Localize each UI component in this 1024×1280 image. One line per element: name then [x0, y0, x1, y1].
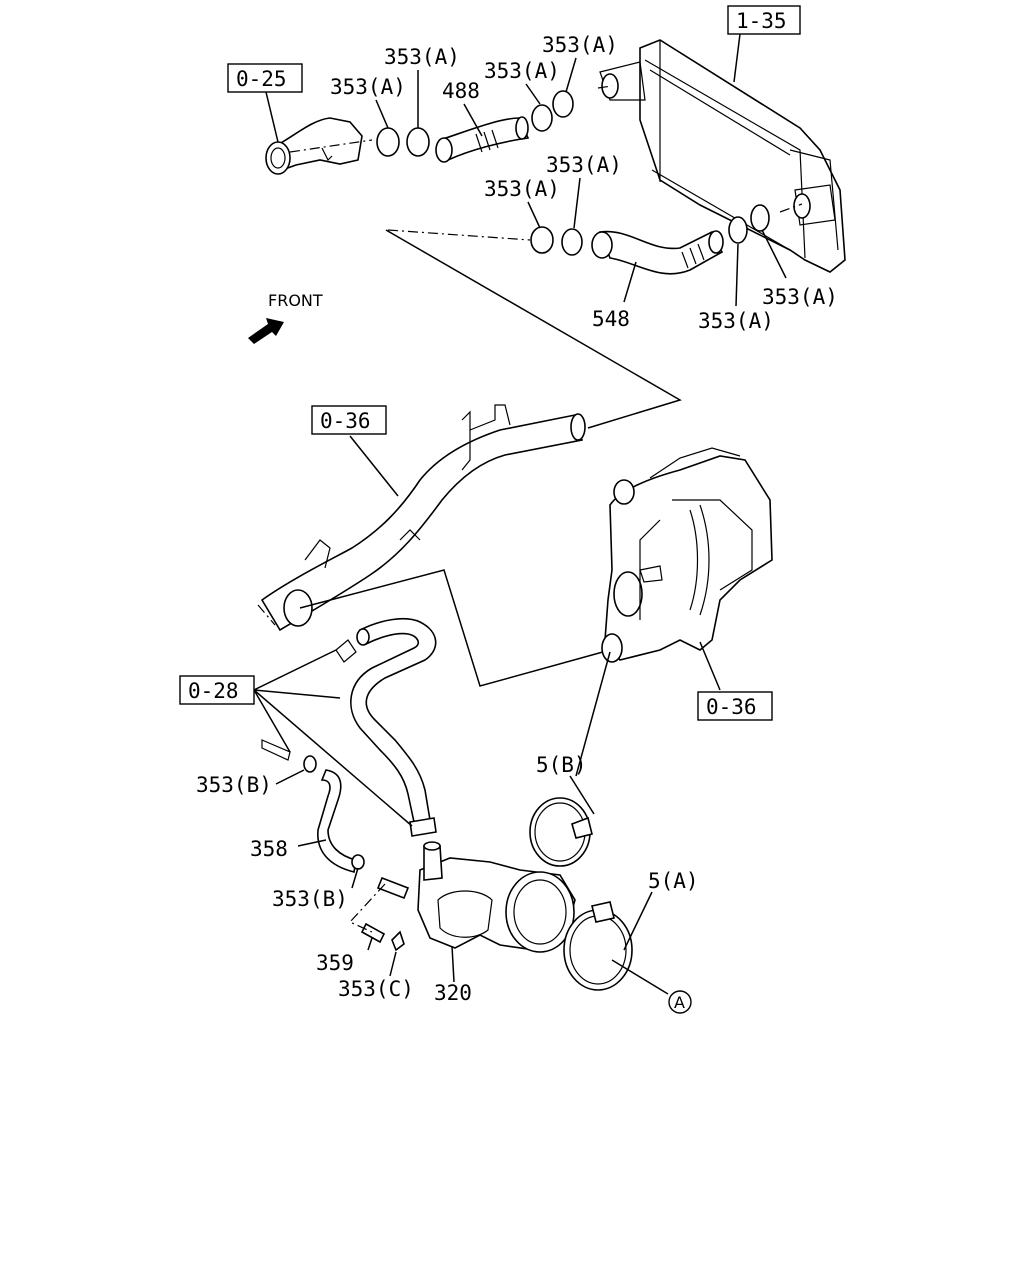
part-353b-label-1: 353(B) — [196, 773, 272, 797]
part-488-label: 488 — [442, 79, 480, 103]
clamp-5a — [563, 901, 633, 991]
part-353a-label-7: 353(A) — [698, 309, 774, 333]
part-353a-label-3: 353(A) — [484, 59, 560, 83]
ref-1-35: 1-35 — [736, 9, 787, 33]
intercooler — [599, 39, 846, 273]
hose-358 — [261, 739, 365, 873]
outlet-duct-upper — [265, 117, 363, 175]
part-353a-label-8: 353(A) — [762, 285, 838, 309]
leader-lines — [253, 33, 787, 995]
water-hose — [335, 617, 437, 837]
turbocharger — [601, 447, 773, 663]
centerline-lower — [387, 229, 531, 241]
intake-pipe-middle — [257, 404, 586, 632]
part-353a-label-5: 353(A) — [546, 153, 622, 177]
ref-0-36-turbo: 0-36 — [706, 695, 757, 719]
part-353a-label-4: 353(A) — [542, 33, 618, 57]
front-label: FRONT — [268, 291, 323, 310]
part-353a-label-2: 353(A) — [384, 45, 460, 69]
clamps-lower — [530, 204, 770, 256]
clamp-5b — [529, 797, 593, 867]
ref-0-25: 0-25 — [236, 67, 287, 91]
leader-pipe-turbo — [299, 569, 611, 687]
part-353b-label-2: 353(B) — [272, 887, 348, 911]
part-353a-label-6: 353(A) — [484, 177, 560, 201]
centerline-upper — [289, 85, 803, 213]
ref-box-0-36-turbo — [697, 691, 773, 721]
part-359-label: 359 — [316, 951, 354, 975]
part-358-label: 358 — [250, 837, 288, 861]
ref-box-1-35 — [727, 5, 801, 35]
ref-box-0-28 — [179, 675, 255, 705]
callout-circle-a — [668, 990, 692, 1014]
part-320 — [417, 841, 576, 953]
part-5b-label: 5(B) — [536, 753, 587, 777]
part-353c-label: 353(C) — [338, 977, 414, 1001]
ref-0-28: 0-28 — [188, 679, 239, 703]
ref-0-36-pipe: 0-36 — [320, 409, 371, 433]
part-353a-label-1: 353(A) — [330, 75, 406, 99]
hose-548 — [591, 230, 724, 275]
ref-box-0-25 — [227, 63, 303, 93]
leader-triangle — [385, 229, 682, 429]
hose-488 — [435, 116, 530, 163]
ref-box-0-36-pipe — [311, 405, 387, 435]
part-548-label: 548 — [592, 307, 630, 331]
callout-circle-a-label: A — [674, 993, 685, 1012]
part-5a-label: 5(A) — [648, 869, 699, 893]
small-fittings — [348, 876, 410, 952]
front-arrow — [248, 318, 284, 344]
part-320-label: 320 — [434, 981, 472, 1005]
